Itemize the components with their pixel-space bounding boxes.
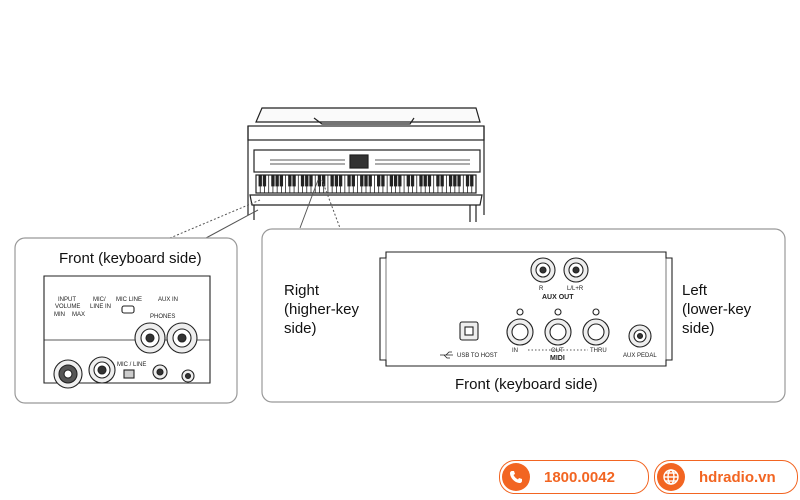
phone-badge[interactable]: 1800.0042 [499, 460, 649, 494]
input-volume-label-2: VOLUME [55, 304, 80, 310]
front-keyboard-side-label-right: Front (keyboard side) [455, 376, 598, 393]
piano-illustration [247, 107, 485, 222]
midi-in-label: IN [512, 348, 518, 354]
midi-out-label: OUT [551, 348, 564, 354]
input-volume-label-1: INPUT [58, 297, 76, 303]
aux-in-label: AUX IN [158, 297, 178, 303]
left-jack-panel [43, 275, 211, 389]
aux-out-label: AUX OUT [542, 294, 574, 301]
mic-line-in-label-1: MIC/ [93, 297, 106, 303]
front-keyboard-side-label-left: Front (keyboard side) [59, 250, 202, 267]
min-label: MIN [54, 312, 65, 318]
right-side-label-3: side) [284, 320, 317, 337]
mic-line-in-label-2: LINE IN [90, 304, 111, 310]
left-side-label-3: side) [682, 320, 715, 337]
phones-label: PHONES [150, 314, 175, 320]
r-label: R [539, 286, 544, 292]
l-lr-label: L/L+R [567, 286, 584, 292]
website-text: hdradio.vn [699, 468, 776, 486]
phone-number: 1800.0042 [544, 468, 615, 486]
phone-icon [502, 463, 530, 491]
left-side-label-1: Left [682, 282, 708, 299]
usb-to-host-label: USB TO HOST [457, 353, 498, 359]
mic-line-label: MIC LINE [116, 297, 142, 303]
max-label: MAX [72, 312, 85, 318]
mic-line-switch-label: MIC / LINE [117, 362, 146, 368]
website-badge[interactable]: hdradio.vn [654, 460, 798, 494]
globe-icon [657, 463, 685, 491]
right-side-label-2: (higher-key [284, 301, 360, 318]
midi-label: MIDI [550, 355, 565, 362]
midi-thru-label: THRU [590, 348, 607, 354]
right-jack-panel [379, 251, 673, 367]
callout-lines [169, 179, 341, 239]
right-side-label-1: Right [284, 282, 320, 299]
usb-symbol-icon [440, 351, 453, 359]
aux-pedal-label: AUX PEDAL [623, 353, 657, 359]
left-side-label-2: (lower-key [682, 301, 752, 318]
